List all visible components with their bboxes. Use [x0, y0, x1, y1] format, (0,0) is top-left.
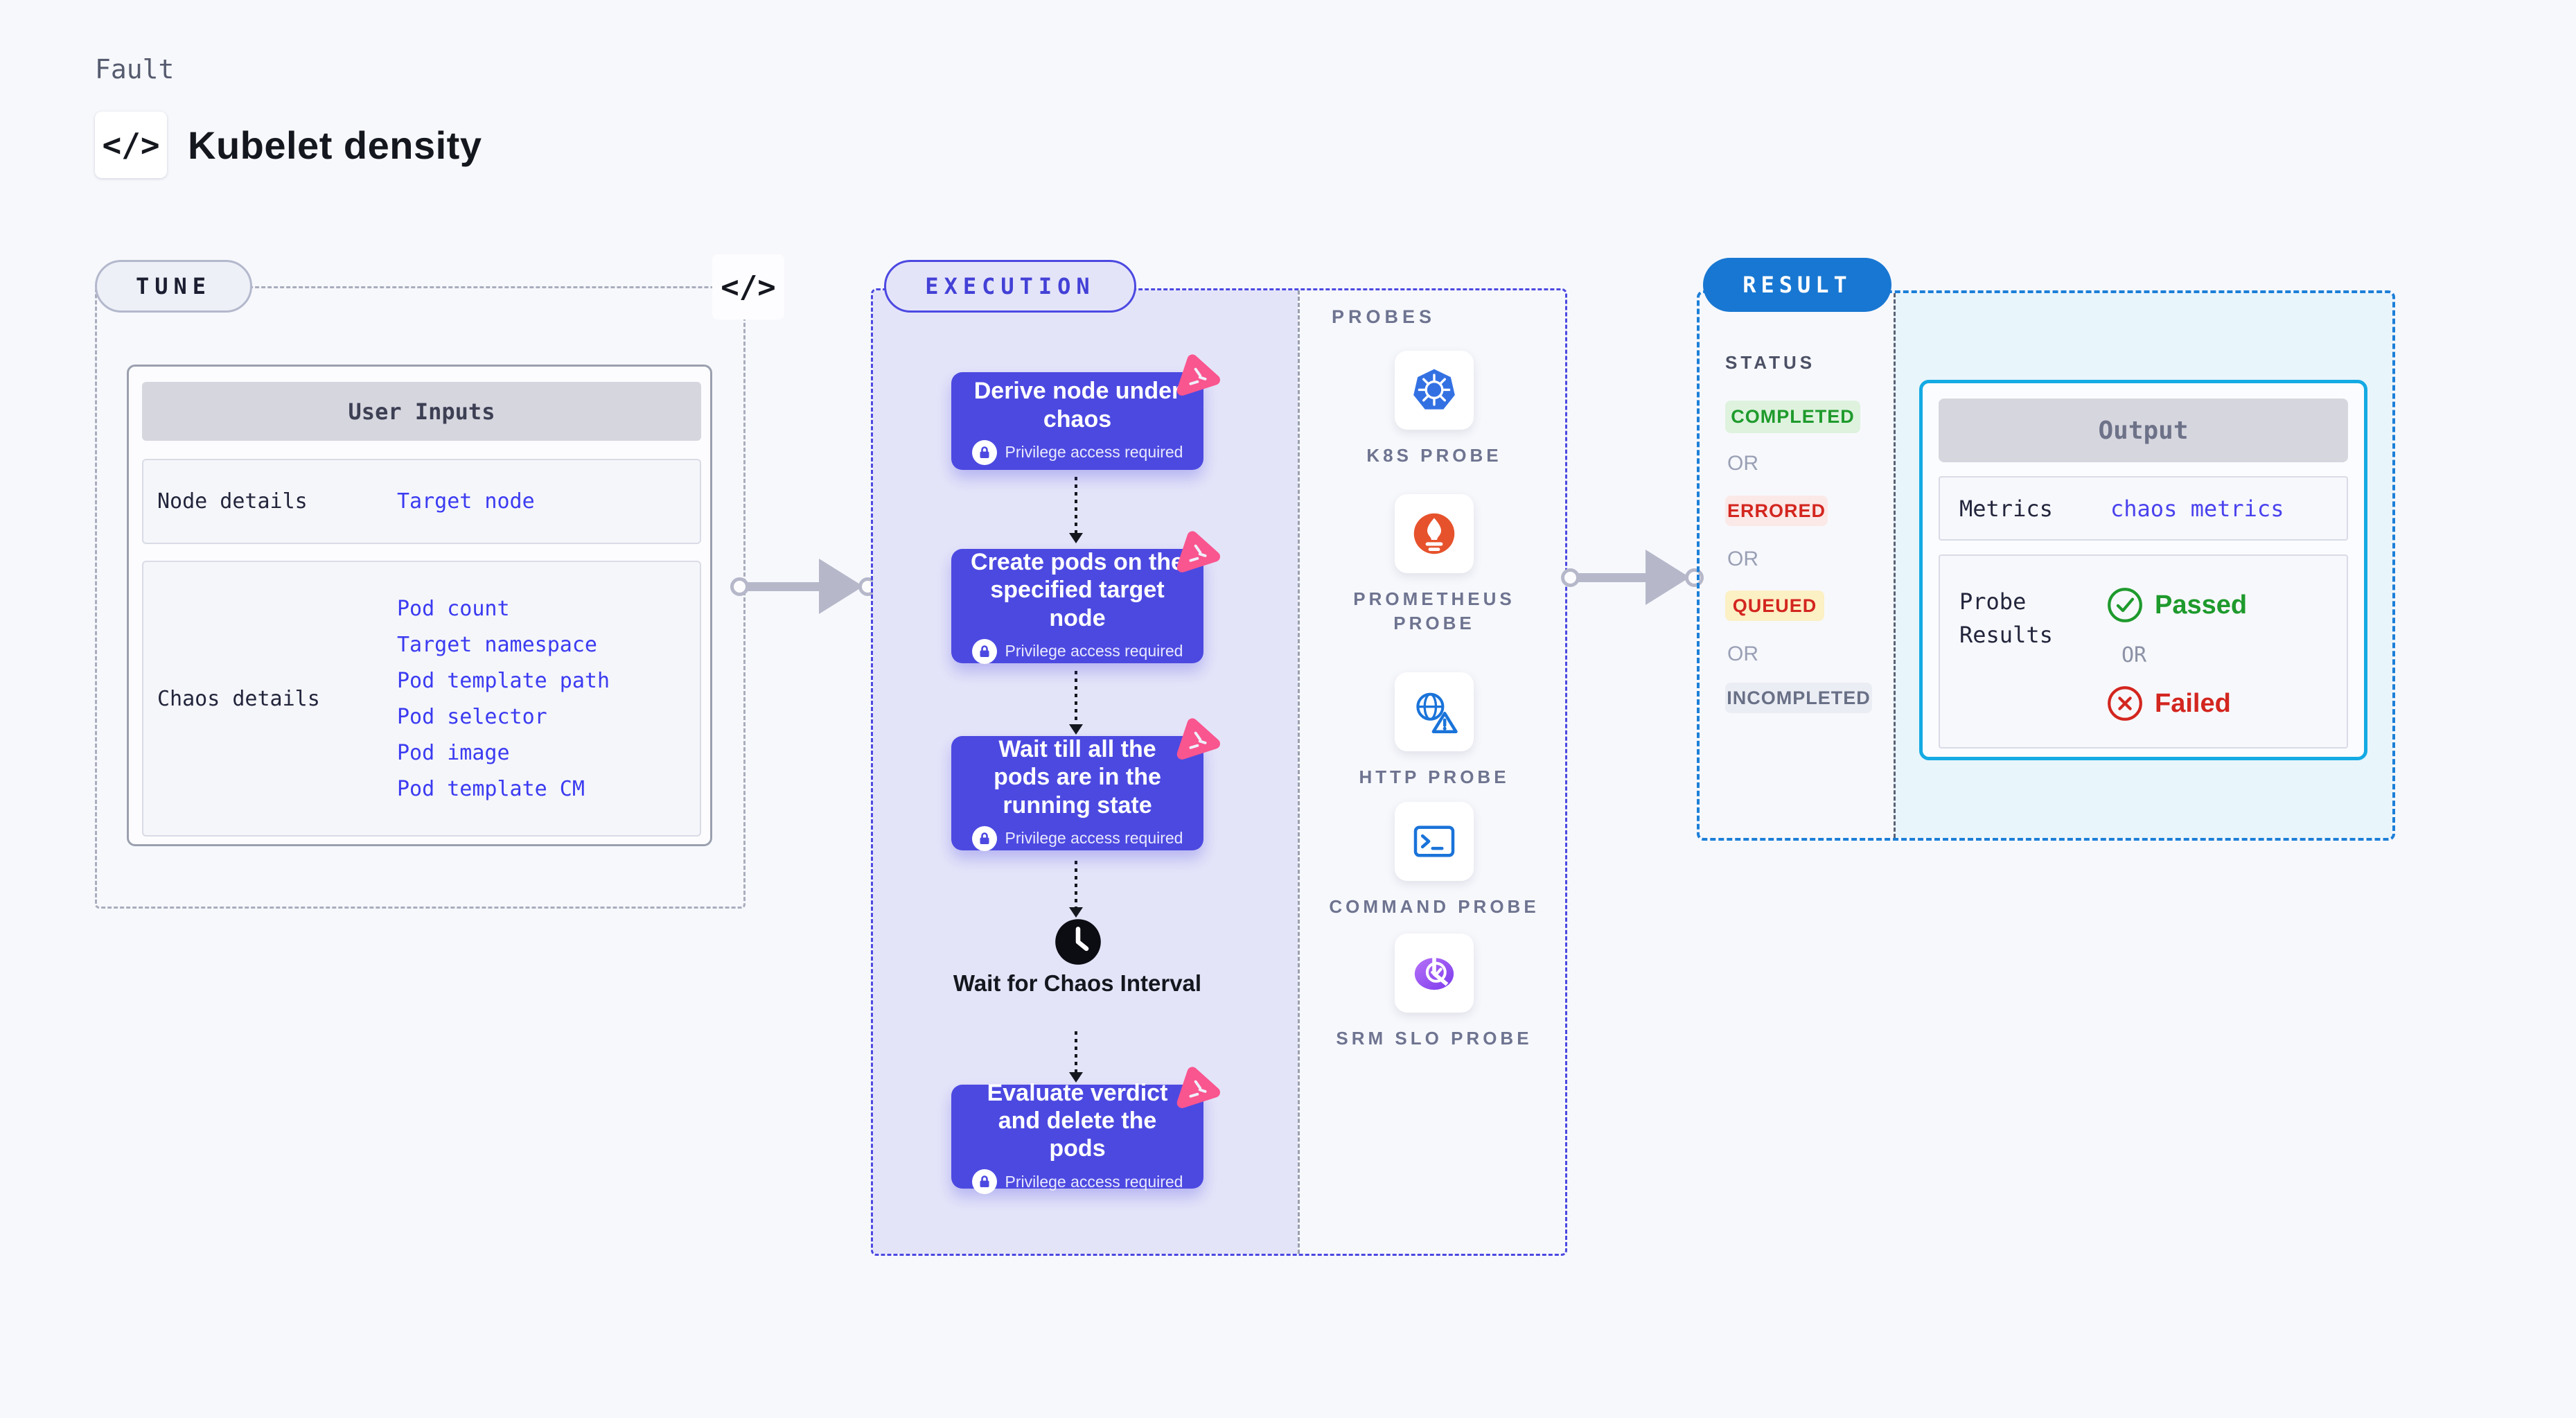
code-icon: </> — [712, 254, 784, 320]
privilege-note: Privilege access required — [971, 825, 1183, 851]
privilege-note: Privilege access required — [971, 638, 1183, 664]
metrics-label: Metrics — [1959, 495, 2053, 522]
target-namespace-link[interactable]: Target namespace — [397, 632, 597, 657]
status-label: STATUS — [1725, 352, 1816, 373]
user-inputs-title: User Inputs — [142, 382, 701, 441]
probe-command-label: COMMAND PROBE — [1329, 896, 1540, 917]
lock-icon — [971, 638, 997, 664]
tune-to-execution-arrow — [730, 557, 877, 615]
lock-icon — [971, 439, 997, 465]
step-evaluate-verdict: Evaluate verdict and delete the pods Pri… — [951, 1067, 1220, 1195]
step-title: Wait till all the pods are in the runnin… — [994, 736, 1161, 819]
x-circle-icon — [2108, 686, 2142, 721]
privilege-note-text: Privilege access required — [1005, 1172, 1183, 1191]
flow-connector — [1075, 477, 1077, 535]
wait-interval-node — [1054, 918, 1102, 966]
step-title: Derive node under chaos — [973, 378, 1181, 432]
status-badge-completed: COMPLETED — [1725, 401, 1860, 433]
execution-badge: EXECUTION — [884, 260, 1136, 313]
wait-interval-label: Wait for Chaos Interval — [953, 970, 1202, 996]
probe-http-label: HTTP PROBE — [1359, 767, 1510, 787]
probe-srm-slo[interactable] — [1395, 934, 1474, 1013]
or-separator: OR — [2121, 643, 2147, 667]
user-inputs-card: User Inputs Node details Target node Cha… — [127, 365, 712, 846]
metrics-row: Metrics chaos metrics — [1939, 476, 2348, 541]
output-title: Output — [1939, 399, 2348, 462]
node-details-links: Target node — [397, 460, 535, 543]
output-card: Output Metrics chaos metrics Probe Resul… — [1919, 380, 2367, 760]
status-badge-queued: QUEUED — [1725, 590, 1824, 621]
probes-label: PROBES — [1332, 306, 1436, 327]
chaos-icon — [1167, 1061, 1227, 1121]
probe-prometheus-label: PROMETHEUS PROBE — [1353, 588, 1515, 634]
pod-template-cm-link[interactable]: Pod template CM — [397, 776, 585, 801]
step-derive-node: Derive node under chaos Privilege access… — [951, 354, 1220, 470]
flow-connector — [1075, 1031, 1077, 1074]
check-circle-icon — [2108, 588, 2142, 622]
chaos-details-label: Chaos details — [157, 686, 320, 711]
privilege-note: Privilege access required — [971, 439, 1183, 465]
probe-prometheus[interactable] — [1395, 494, 1474, 573]
pod-count-link[interactable]: Pod count — [397, 596, 510, 621]
privilege-note: Privilege access required — [971, 1169, 1183, 1195]
failed-label: Failed — [2155, 688, 2231, 718]
passed-label: Passed — [2155, 590, 2248, 620]
kubernetes-icon — [1413, 369, 1455, 410]
tune-section — [95, 286, 746, 909]
page-header: </> Kubelet density — [95, 112, 482, 178]
probe-k8s[interactable] — [1395, 351, 1474, 430]
step-title: Evaluate verdict and delete the pods — [987, 1079, 1168, 1162]
flow-connector — [1075, 671, 1077, 726]
probe-srm-slo-label: SRM SLO PROBE — [1336, 1028, 1533, 1049]
status-badge-errored: ERRORED — [1725, 496, 1828, 526]
or-separator: OR — [1727, 452, 1758, 475]
privilege-note-text: Privilege access required — [1005, 829, 1183, 848]
srm-slo-gauge-icon — [1414, 956, 1454, 990]
probe-command[interactable] — [1395, 802, 1474, 881]
probes-panel-divider — [1298, 290, 1300, 1254]
status-panel-divider — [1894, 293, 1896, 838]
chaos-details-links: Pod count Target namespace Pod template … — [397, 562, 610, 835]
or-separator: OR — [1727, 642, 1758, 665]
code-icon: </> — [95, 112, 167, 178]
pod-selector-link[interactable]: Pod selector — [397, 704, 547, 729]
or-separator: OR — [1727, 548, 1758, 570]
chaos-details-row: Chaos details Pod count Target namespace… — [142, 561, 701, 837]
prometheus-icon — [1413, 513, 1455, 554]
lock-icon — [971, 1169, 997, 1195]
privilege-note-text: Privilege access required — [1005, 443, 1183, 462]
status-badge-incompleted: INCOMPLETED — [1725, 683, 1872, 713]
pod-template-path-link[interactable]: Pod template path — [397, 668, 610, 693]
node-details-label: Node details — [157, 489, 308, 514]
lock-icon — [971, 825, 997, 851]
node-details-row: Node details Target node — [142, 459, 701, 544]
probe-results-row: Probe Results Passed OR Failed — [1939, 554, 2348, 749]
chaos-icon — [1167, 712, 1227, 772]
probe-results-label: Probe Results — [1959, 588, 2053, 648]
pod-image-link[interactable]: Pod image — [397, 740, 510, 765]
metrics-value-link[interactable]: chaos metrics — [2110, 495, 2284, 522]
chaos-icon — [1167, 349, 1227, 408]
target-node-link[interactable]: Target node — [397, 489, 535, 514]
execution-to-result-arrow — [1561, 548, 1704, 606]
step-title: Create pods on the specified target node — [971, 549, 1184, 631]
verdict-passed: Passed — [2106, 586, 2247, 624]
privilege-note-text: Privilege access required — [1005, 642, 1183, 660]
step-wait-pods-running: Wait till all the pods are in the runnin… — [951, 718, 1220, 851]
tune-badge: TUNE — [95, 260, 252, 313]
step-create-pods: Create pods on the specified target node… — [951, 531, 1220, 664]
probe-k8s-label: K8S PROBE — [1366, 445, 1502, 466]
http-globe-warning-icon — [1416, 692, 1458, 733]
terminal-icon — [1413, 825, 1455, 857]
page-title: Kubelet density — [188, 123, 482, 167]
flow-connector — [1075, 861, 1077, 909]
probe-http[interactable] — [1395, 672, 1474, 751]
verdict-failed: Failed — [2106, 685, 2231, 722]
clock-icon — [1055, 919, 1101, 965]
fault-eyebrow: Fault — [95, 54, 175, 85]
result-badge: RESULT — [1703, 258, 1891, 312]
chaos-icon — [1167, 525, 1227, 585]
